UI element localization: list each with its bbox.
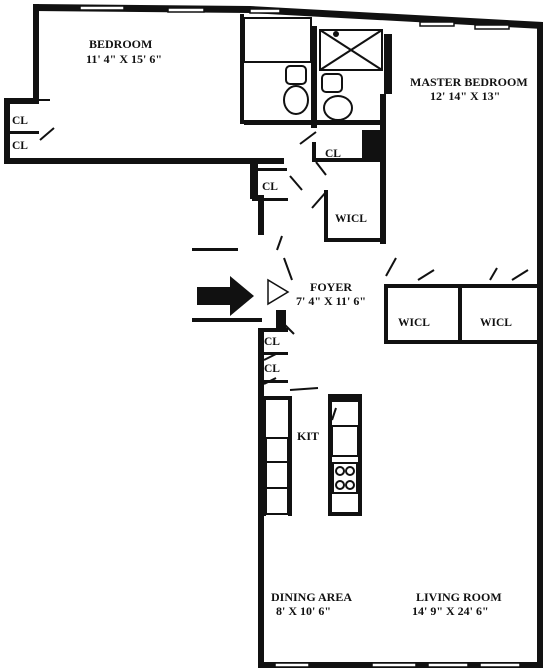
- closet-label: CL: [325, 148, 341, 160]
- walk-in-closet-label: WICL: [398, 317, 430, 329]
- doors: [39, 99, 529, 421]
- closet-label: CL: [12, 115, 28, 127]
- living-room-dims: 14' 9" X 24' 6": [412, 604, 489, 618]
- master-bedroom-dims: 12' 14" X 13": [430, 89, 500, 103]
- dining-area-dims: 8' X 10' 6": [276, 604, 331, 618]
- stove-icon: [332, 462, 358, 494]
- toilet-icon: [283, 65, 309, 115]
- bedroom-name: BEDROOM: [89, 37, 152, 51]
- kitchen: [262, 394, 362, 516]
- triangle-marker-icon: [267, 278, 290, 306]
- walk-in-closet-label: WICL: [335, 213, 367, 225]
- toilet-icon: [321, 73, 353, 121]
- master-bedroom-name: MASTER BEDROOM: [410, 75, 528, 89]
- entry: [192, 248, 262, 322]
- closet-label: CL: [262, 181, 278, 193]
- closet-label: CL: [264, 336, 280, 348]
- closet-label: CL: [12, 140, 28, 152]
- dining-area-name: DINING AREA: [271, 590, 352, 604]
- closet-label: CL: [264, 363, 280, 375]
- entry-arrow-icon: [197, 276, 254, 316]
- kitchen-name: KIT: [297, 429, 319, 443]
- closet-walls: [4, 131, 537, 383]
- foyer-dims: 7' 4" X 11' 6": [296, 294, 366, 308]
- shower-icon: [333, 31, 339, 37]
- bathroom-walls: [240, 14, 392, 244]
- windows: [79, 5, 521, 668]
- bedroom-dims: 11' 4" X 15' 6": [86, 52, 162, 66]
- living-room-name: LIVING ROOM: [416, 590, 502, 604]
- walk-in-closet-label: WICL: [480, 317, 512, 329]
- foyer-name: FOYER: [310, 280, 352, 294]
